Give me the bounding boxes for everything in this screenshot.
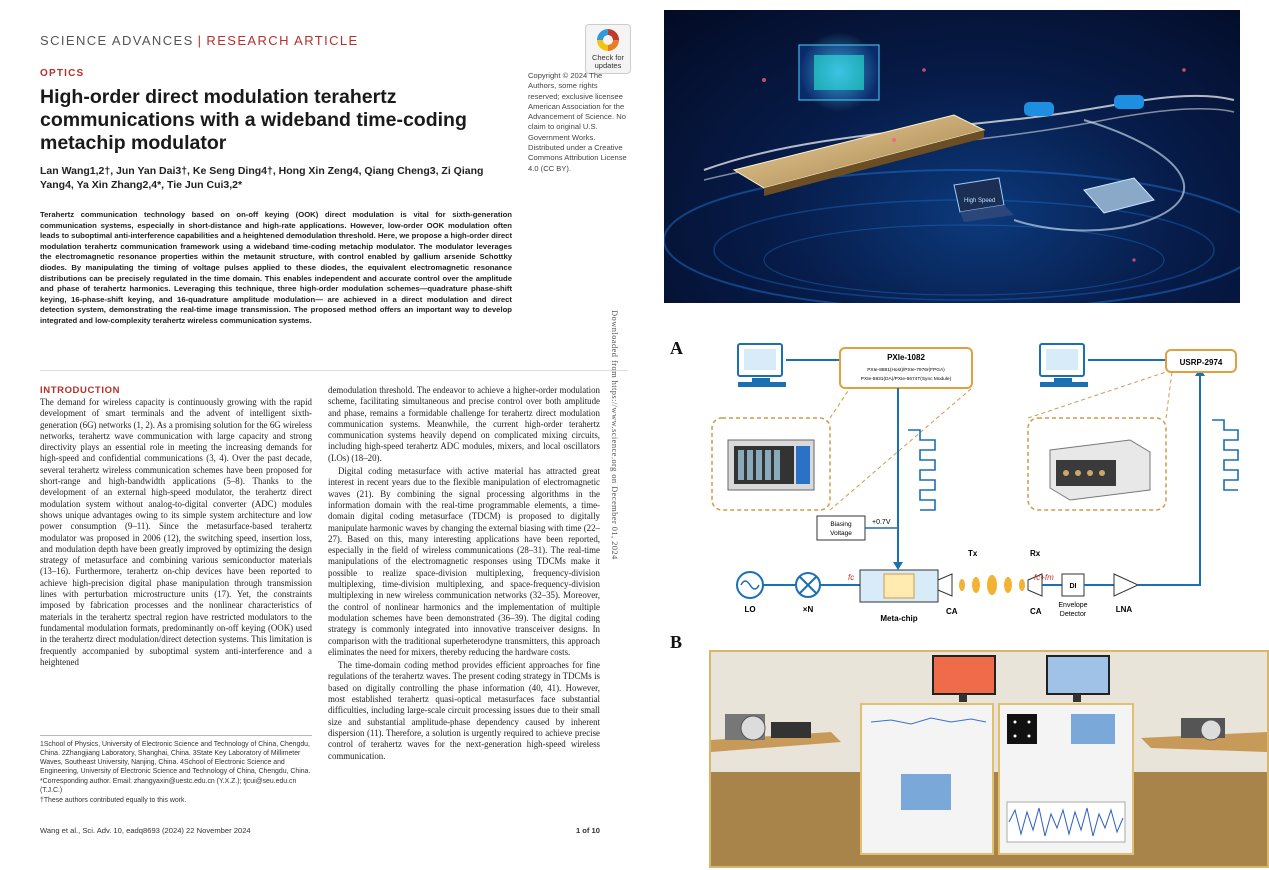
page-footer: Wang et al., Sci. Adv. 10, eadq8693 (202… — [40, 826, 600, 835]
lo-label: LO — [744, 605, 755, 614]
fc-fm-label: fc+fm — [1034, 573, 1054, 582]
transmitted-image — [901, 774, 951, 810]
usrp-2974-box: USRP-2974 — [1165, 349, 1237, 373]
tx-antenna-icon — [937, 573, 953, 597]
cover-illustration: High Speed — [664, 10, 1240, 303]
journal-name: SCIENCE ADVANCES — [40, 33, 194, 48]
download-watermark: Downloaded from https://www.science.org … — [610, 310, 620, 560]
divider — [40, 370, 628, 371]
section-keyword: OPTICS — [40, 68, 85, 79]
detector-symbol: DI — [1070, 583, 1077, 590]
footnotes: 1School of Physics, University of Electr… — [40, 735, 312, 806]
author-list: Lan Wang1,2†, Jun Yan Dai3†, Ke Seng Din… — [40, 165, 484, 191]
waveform-plot — [1006, 801, 1126, 843]
article-page: SCIENCE ADVANCES|RESEARCH ARTICLE Check … — [40, 24, 631, 835]
ca-label-tx: CA — [946, 607, 958, 616]
envelope-label-1: Envelope — [1058, 602, 1087, 609]
page-number: 1 of 10 — [575, 826, 600, 835]
corresponding-note: *Corresponding author. Email: zhangyaxin… — [40, 778, 297, 794]
paragraph: The demand for wireless capacity is cont… — [40, 397, 312, 667]
laptop-icon: High Speed — [953, 177, 1014, 222]
affiliations-note: 1School of Physics, University of Electr… — [40, 741, 311, 775]
copyright-notice: Copyright © 2024 The Authors, some right… — [528, 71, 627, 173]
article-type: RESEARCH ARTICLE — [206, 33, 359, 48]
chip-stack — [798, 32, 880, 112]
pxie-title: PXIe-1082 — [887, 353, 925, 362]
received-pulse-train — [1212, 419, 1239, 491]
bias-value: +0.7V — [872, 519, 891, 526]
pxie-line-1: PXIe-8881(Host)/PXIe-7976r(FPGA) — [867, 367, 945, 373]
lna-label: LNA — [1116, 605, 1133, 614]
citation: Wang et al., Sci. Adv. 10, eadq8693 (202… — [40, 826, 251, 835]
paragraph: demodulation threshold. The endeavor to … — [328, 385, 600, 463]
biasing-voltage-box: Biasing Voltage — [816, 515, 866, 541]
article-title: High-order direct modulation terahertz c… — [40, 86, 467, 154]
equal-contribution-note: †These authors contributed equally to th… — [40, 797, 187, 804]
monitor-right — [1046, 655, 1110, 702]
check-for-updates-button[interactable]: Check for updates — [585, 24, 631, 74]
system-diagram: PXIe-1082 PXIe-8881(Host)/PXIe-7976r(FPG… — [700, 330, 1260, 630]
journal-header: SCIENCE ADVANCES|RESEARCH ARTICLE — [40, 33, 359, 48]
waveguide-components — [1024, 95, 1155, 214]
check-updates-label: Check for updates — [591, 53, 625, 70]
terahertz-beam — [959, 575, 1025, 595]
left-bench — [711, 714, 841, 752]
pxie-1082-box: PXIe-1082 PXIe-8881(Host)/PXIe-7976r(FPG… — [839, 347, 973, 389]
figure-panel-label-b: B — [670, 632, 683, 652]
multiplier-label: ×N — [803, 605, 814, 614]
journal-separator: | — [197, 33, 203, 48]
pxie-line-2: PXIe-5831(DA)/PXIe-6674T(Sync Module) — [861, 376, 952, 382]
abstract: Terahertz communication technology based… — [40, 210, 513, 325]
computer-icon — [737, 343, 786, 387]
section-heading-introduction: INTRODUCTION — [40, 385, 121, 396]
computer-icon — [1039, 343, 1088, 387]
body-column-right: demodulation threshold. The endeavor to … — [328, 385, 600, 764]
biasing-label-1: Biasing — [830, 521, 852, 528]
rx-label: Rx — [1030, 549, 1041, 558]
envelope-label-2: Detector — [1060, 611, 1087, 618]
right-bench — [1141, 718, 1267, 752]
biasing-label-2: Voltage — [830, 530, 852, 537]
paragraph: The time-domain coding method provides e… — [328, 660, 600, 761]
metachip-artwork: High Speed — [664, 32, 1240, 303]
envelope-detector-box: DI Envelope Detector — [1058, 573, 1088, 618]
pxie-chassis-photo — [727, 439, 815, 491]
metachip-plate — [732, 114, 986, 196]
lo-source-icon: LO — [736, 571, 764, 614]
received-image — [1071, 714, 1115, 744]
tx-label: Tx — [968, 549, 978, 558]
constellation-plot — [1007, 714, 1037, 744]
pulse-train — [908, 429, 936, 511]
figure-panel-label-a: A — [670, 338, 683, 358]
crossmark-icon — [597, 29, 619, 51]
metachip-label: Meta-chip — [880, 614, 917, 623]
metachip-box: Meta-chip — [859, 569, 939, 623]
experiment-photo — [709, 650, 1269, 868]
multiplier-icon: ×N — [795, 572, 821, 614]
rx-antenna-icon — [1027, 573, 1043, 597]
usrp-device-photo — [1049, 439, 1151, 501]
ca-label-rx: CA — [1030, 607, 1042, 616]
lna-icon: LNA — [1113, 573, 1140, 614]
usrp-label: USRP-2974 — [1180, 358, 1223, 367]
fc-label: fc — [848, 573, 854, 582]
speed-label: High Speed — [964, 198, 995, 204]
monitor-left — [932, 655, 996, 702]
paragraph: Digital coding metasurface with active m… — [328, 466, 600, 657]
body-column-left: The demand for wireless capacity is cont… — [40, 397, 312, 670]
